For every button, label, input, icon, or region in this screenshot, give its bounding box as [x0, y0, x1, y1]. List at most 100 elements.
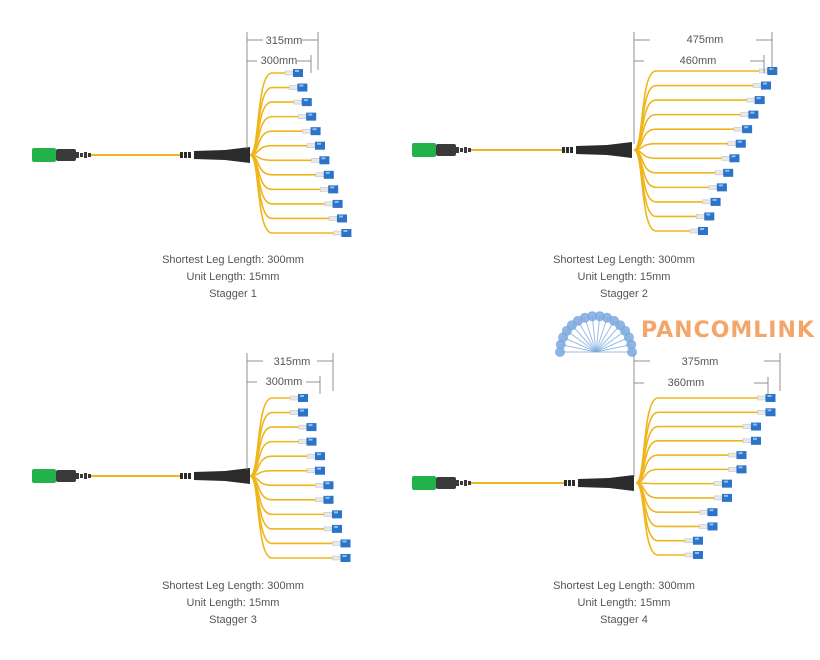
lc-connector — [306, 112, 317, 121]
lc-connector — [722, 479, 732, 488]
mpo-boot-rib — [460, 148, 463, 152]
lc-latch — [295, 70, 299, 72]
fiber-strand — [633, 149, 697, 218]
lc-latch — [303, 99, 308, 102]
lc-boot — [306, 453, 316, 459]
lc-boot — [742, 424, 752, 429]
lc-boot — [759, 68, 768, 74]
boot-rib — [188, 473, 191, 479]
lc-boot — [746, 97, 755, 103]
lc-latch — [724, 480, 728, 483]
lc-connector — [293, 69, 303, 77]
lc-latch — [738, 466, 743, 469]
lc-latch — [718, 184, 723, 187]
fiber-leg — [635, 482, 703, 559]
mpo-boot-rib — [468, 148, 471, 152]
lc-connector — [340, 554, 351, 562]
lc-boot — [284, 70, 294, 76]
lc-boot — [302, 128, 311, 134]
fiber-leg — [633, 149, 740, 163]
shortest-leg-caption: Shortest Leg Length: 300mm — [553, 254, 695, 266]
fiber-strand — [249, 144, 307, 156]
lc-connector — [298, 394, 308, 402]
logo-ray — [595, 324, 621, 353]
unit-length-caption: Unit Length: 15mm — [187, 271, 280, 283]
lc-connector — [707, 508, 718, 517]
mpo-boot-rib — [76, 473, 79, 479]
fiber-strand — [249, 475, 333, 559]
fiber-leg — [635, 408, 776, 484]
mpo-boot-rib — [456, 147, 459, 153]
lc-connector — [693, 536, 703, 545]
fiber-leg — [249, 475, 334, 490]
lc-latch — [308, 424, 313, 427]
lc-latch — [695, 537, 699, 540]
fiber-strand — [249, 154, 334, 234]
fiber-leg — [633, 125, 753, 151]
lc-boot — [742, 438, 752, 444]
lc-latch — [334, 200, 339, 203]
lc-latch — [299, 84, 304, 87]
mpo-boot-rib — [460, 481, 463, 485]
fiber-leg — [633, 139, 746, 151]
lc-boot — [298, 424, 307, 430]
lc-latch — [300, 395, 304, 397]
mpo-connector — [412, 143, 471, 157]
lc-latch — [756, 97, 761, 100]
outer-dimension-label: 315mm — [274, 356, 311, 368]
lc-boot — [332, 555, 341, 561]
mpo-body — [436, 477, 456, 489]
logo-ray — [595, 317, 608, 353]
boot-body — [194, 468, 250, 484]
breakout-boot — [564, 475, 634, 491]
fiber-fan — [32, 69, 352, 237]
fiber-strand — [633, 149, 690, 232]
lc-boot — [306, 143, 316, 148]
brand-logo: PANCOMLINK — [555, 311, 814, 357]
lc-connector — [754, 96, 765, 105]
lc-boot — [323, 526, 333, 532]
lc-connector — [297, 83, 308, 92]
lc-boot — [713, 481, 723, 486]
breakout-boot — [562, 142, 632, 158]
stagger-caption: Stagger 3 — [209, 614, 257, 626]
boot-rib — [184, 152, 187, 158]
lc-connector — [765, 394, 776, 402]
logo-ray — [591, 316, 597, 353]
lc-latch — [769, 68, 774, 70]
lc-latch — [330, 186, 335, 189]
boot-rib — [180, 152, 183, 158]
lc-boot — [689, 228, 699, 234]
fiber-strand — [635, 440, 743, 484]
fiber-leg — [249, 475, 334, 504]
unit-length-caption: Unit Length: 15mm — [578, 271, 671, 283]
lc-boot — [699, 524, 708, 529]
mpo-key-housing — [32, 148, 56, 162]
logo-dot — [626, 339, 637, 350]
fiber-leg — [249, 394, 308, 477]
fiber-strand — [249, 475, 316, 487]
lc-latch — [343, 230, 348, 232]
fiber-leg — [633, 67, 778, 151]
lc-boot — [684, 538, 694, 543]
fiber-strand — [633, 149, 722, 160]
dimension-lines — [633, 32, 773, 144]
logo-dot — [587, 311, 598, 322]
lc-latch — [709, 523, 714, 526]
logo-ray — [595, 316, 601, 353]
fiber-strand — [633, 128, 735, 151]
boot-rib — [562, 147, 565, 153]
lc-latch — [325, 482, 330, 485]
boot-rib — [188, 152, 191, 158]
stagger-2-diagram: 475mm 460mm Shortest Leg Length: 300mm U… — [412, 32, 778, 300]
dimension-lines — [633, 353, 781, 477]
lc-connector — [736, 451, 747, 460]
lc-latch — [767, 395, 772, 397]
lc-latch — [709, 509, 714, 512]
fiber-strand — [633, 149, 716, 174]
stagger-caption: Stagger 1 — [209, 288, 257, 300]
lc-latch — [342, 540, 347, 543]
fiber-strand — [635, 468, 729, 484]
lc-connector — [748, 110, 759, 119]
